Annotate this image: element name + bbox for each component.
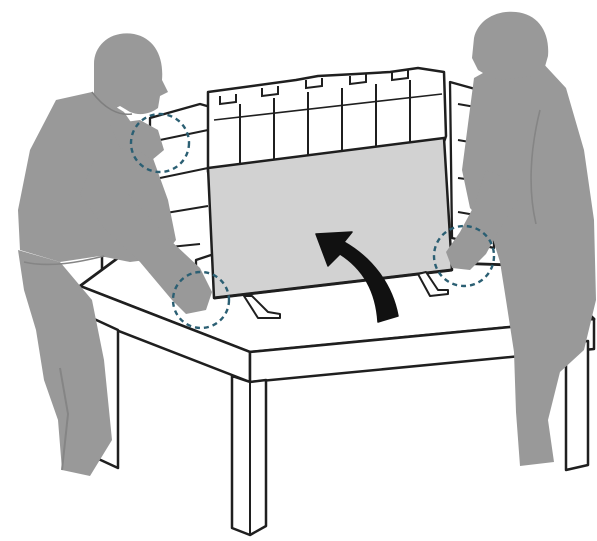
person-right-icon — [446, 11, 596, 466]
left-person-far-arm — [110, 120, 164, 160]
left-person-near-arm — [80, 160, 212, 314]
left-person-legs — [18, 250, 112, 476]
person-left-icon — [18, 33, 212, 476]
tv-stand-left — [243, 295, 281, 319]
table-right-apron — [248, 317, 596, 384]
right-person-torso — [462, 58, 596, 466]
lift-arrow — [315, 231, 399, 323]
grip-circle-top-left — [129, 112, 191, 174]
right-person-head — [472, 11, 549, 80]
right-person-arm — [446, 170, 518, 270]
grip-circle-bottom-left — [171, 270, 231, 330]
lift-arrow-icon — [315, 231, 399, 323]
left-person-head — [94, 33, 168, 115]
grip-circle-right — [432, 224, 496, 288]
tv-screen-icon — [206, 136, 454, 319]
tv-stand-right — [417, 271, 449, 297]
grip-highlight-icon — [129, 112, 496, 330]
